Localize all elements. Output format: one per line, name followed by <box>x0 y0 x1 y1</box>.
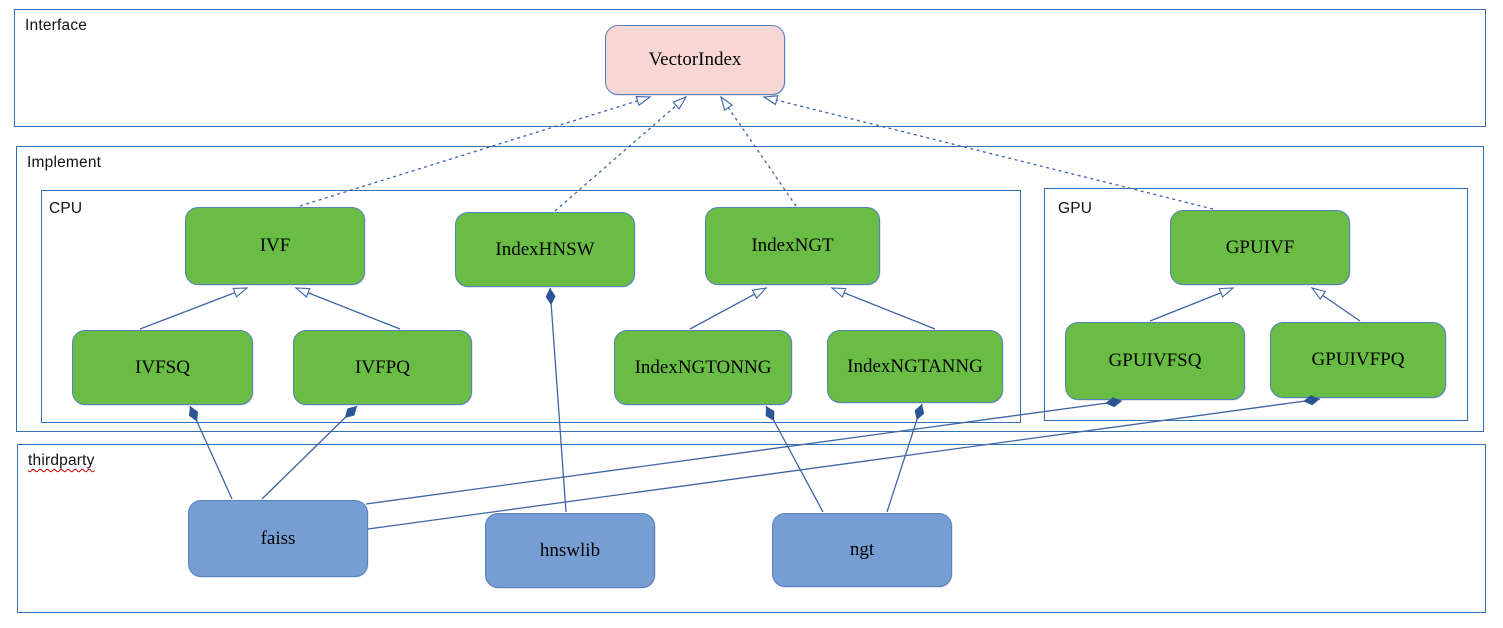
node-label: IndexNGT <box>751 235 834 256</box>
section-cpu-label: CPU <box>49 200 83 217</box>
node-label: IndexNGTONNG <box>634 356 772 378</box>
node-label: GPUIVF <box>1225 236 1295 258</box>
node-label: IVFSQ <box>135 356 190 378</box>
node-label: IndexNGTANNG <box>847 355 983 377</box>
section-gpu-label: GPU <box>1058 200 1093 217</box>
section-thirdparty-label: thirdparty <box>28 452 95 469</box>
node-label: hnswlib <box>539 539 601 561</box>
section-implement-label: Implement <box>27 154 102 171</box>
node-hnswlib[interactable]: hnswlib <box>485 513 655 588</box>
node-label: GPUIVFSQ <box>1108 350 1202 371</box>
node-gpuivfpq[interactable]: GPUIVFPQ <box>1270 322 1446 398</box>
node-gpuivfsq[interactable]: GPUIVFSQ <box>1065 322 1245 400</box>
node-label: GPUIVFPQ <box>1311 349 1405 370</box>
node-ivfsq[interactable]: IVFSQ <box>72 330 253 405</box>
node-indexhnsw[interactable]: IndexHNSW <box>455 212 635 287</box>
node-vectorindex[interactable]: VectorIndex <box>605 25 785 95</box>
node-indexngt[interactable]: IndexNGT <box>705 207 880 285</box>
node-label: IVF <box>259 235 291 256</box>
node-indexngtonng[interactable]: IndexNGTONNG <box>614 330 792 405</box>
node-label: IVFPQ <box>355 356 410 378</box>
node-label: ngt <box>849 539 875 560</box>
node-ivfpq[interactable]: IVFPQ <box>293 330 472 405</box>
node-label: faiss <box>260 527 296 549</box>
node-ngt[interactable]: ngt <box>772 513 952 587</box>
node-label: IndexHNSW <box>495 238 595 260</box>
node-faiss[interactable]: faiss <box>188 500 368 577</box>
node-ivf[interactable]: IVF <box>185 207 365 285</box>
node-gpuivf[interactable]: GPUIVF <box>1170 210 1350 285</box>
section-interface-label: Interface <box>25 17 88 34</box>
node-indexngtanng[interactable]: IndexNGTANNG <box>827 330 1003 403</box>
node-label: VectorIndex <box>648 49 742 70</box>
